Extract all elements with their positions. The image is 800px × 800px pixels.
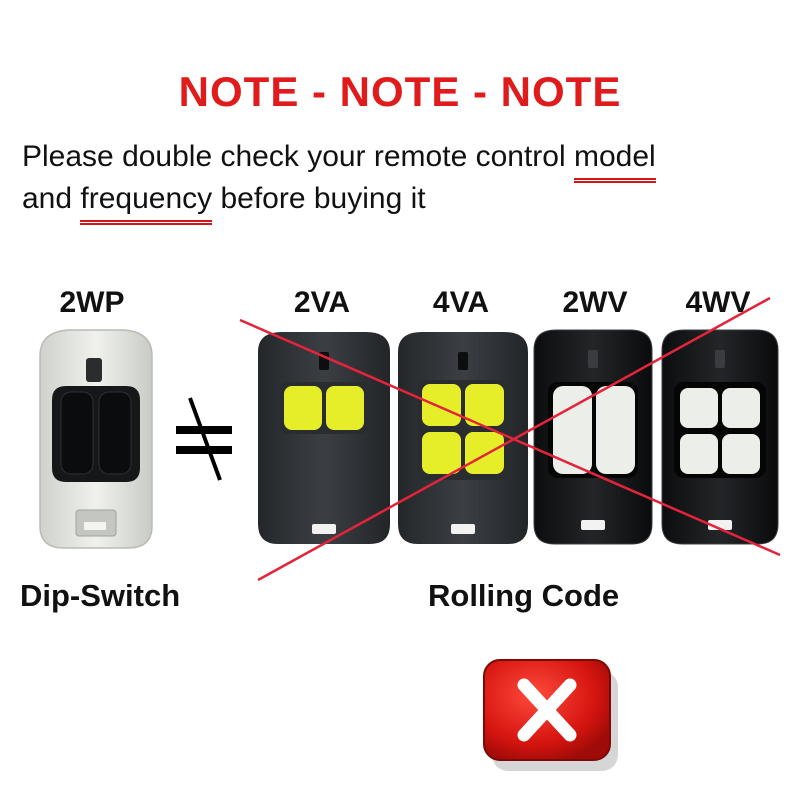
model-label-4va: 4VA (432, 286, 490, 319)
message-text: Please double check your remote control (22, 140, 574, 173)
model-label-2va: 2VA (293, 286, 351, 319)
message-text: before buying it (212, 182, 426, 215)
remote-2wp-image (39, 329, 153, 549)
not-equal-icon (176, 397, 232, 481)
remote-2va-image (258, 332, 390, 544)
message-line-1: Please double check your remote control … (22, 138, 656, 183)
model-emphasis: model (573, 138, 656, 183)
rolling-code-label: Rolling Code (428, 578, 620, 613)
model-label-2wp: 2WP (59, 286, 125, 319)
cross-out-icon (239, 296, 781, 582)
remote-4wv-image (661, 329, 779, 545)
dip-switch-label: Dip-Switch (20, 578, 181, 613)
message-text: and (22, 182, 81, 215)
red-x-icon (483, 659, 618, 771)
model-label-2wv: 2WV (562, 286, 628, 319)
message-line-2: and frequency before buying it (22, 180, 426, 225)
note-heading: NOTE - NOTE - NOTE (178, 68, 622, 115)
frequency-emphasis: frequency (80, 180, 212, 225)
remote-2wv-image (533, 329, 653, 545)
